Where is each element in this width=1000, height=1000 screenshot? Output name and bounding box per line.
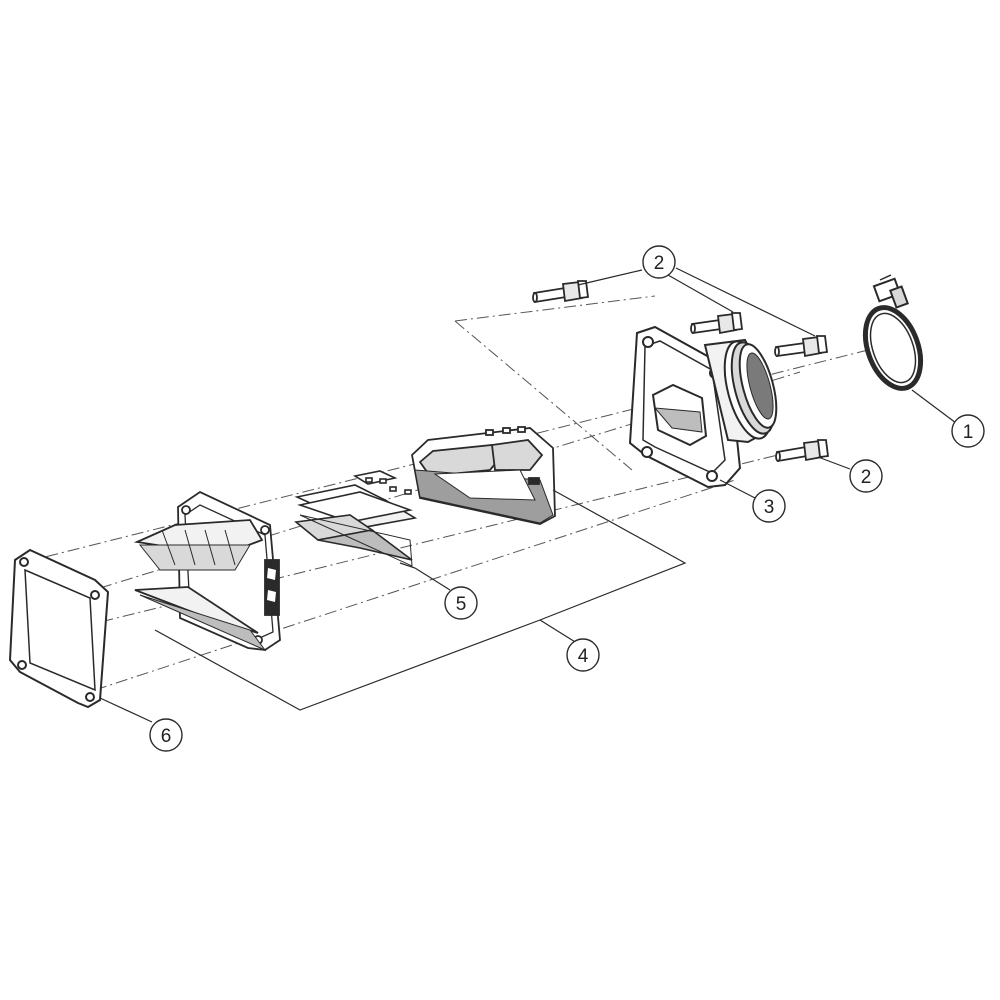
callout-circle [951, 414, 985, 448]
bolt-upper-middle [690, 312, 744, 335]
leader-bolt-upper-middle [667, 274, 734, 313]
bolt-upper-right [774, 335, 829, 358]
callout-circle [642, 245, 676, 279]
callout-reed-valve-assembly: 4 [566, 638, 600, 672]
callout-label: 2 [861, 467, 872, 488]
leader-bolt-lower [817, 456, 851, 470]
leader-clamp [911, 389, 957, 424]
leader-reed-cage-upper [539, 489, 687, 621]
callout-label: 1 [963, 422, 974, 443]
callout-clamp: 1 [951, 414, 985, 448]
callout-label: 4 [578, 646, 589, 667]
callout-bolt-lower: 2 [849, 459, 883, 493]
callout-reed-petals: 5 [444, 586, 478, 620]
callout-intake-manifold: 3 [752, 489, 786, 523]
leader-reed-cage-callout [539, 619, 581, 646]
leader-bolt-upper-right [675, 267, 816, 337]
gasket-part [8, 548, 110, 709]
callout-label: 2 [654, 253, 665, 274]
callout-label: 3 [764, 497, 775, 518]
bolt-lower [775, 439, 830, 463]
clamp-part [862, 274, 924, 391]
callout-label: 5 [456, 594, 467, 615]
axis-line-bottom [94, 479, 736, 691]
intake-manifold-part [628, 325, 778, 489]
leader-bolt-upper-left [577, 269, 643, 286]
axis-line-manifold [454, 320, 633, 471]
callout-circle [752, 489, 786, 523]
callout-circle [444, 586, 478, 620]
reed-cage-left-part [133, 490, 281, 652]
callout-label: 6 [161, 726, 172, 747]
callout-circle [149, 718, 183, 752]
callout-gasket: 6 [149, 718, 183, 752]
leader-intake-manifold [719, 479, 756, 499]
reed-petals-part [294, 470, 418, 567]
axis-line-bolt-upper [454, 295, 656, 322]
leader-reed-cage-lower [154, 619, 541, 711]
leader-gasket [99, 697, 153, 723]
callout-circle [849, 459, 883, 493]
bolt-upper-left [532, 280, 590, 304]
callout-circle [566, 638, 600, 672]
callout-bolt-upper: 2 [642, 245, 676, 279]
leader-lines [99, 267, 957, 723]
leader-reed-petals [399, 562, 451, 591]
reed-cage-right-part [411, 426, 556, 525]
